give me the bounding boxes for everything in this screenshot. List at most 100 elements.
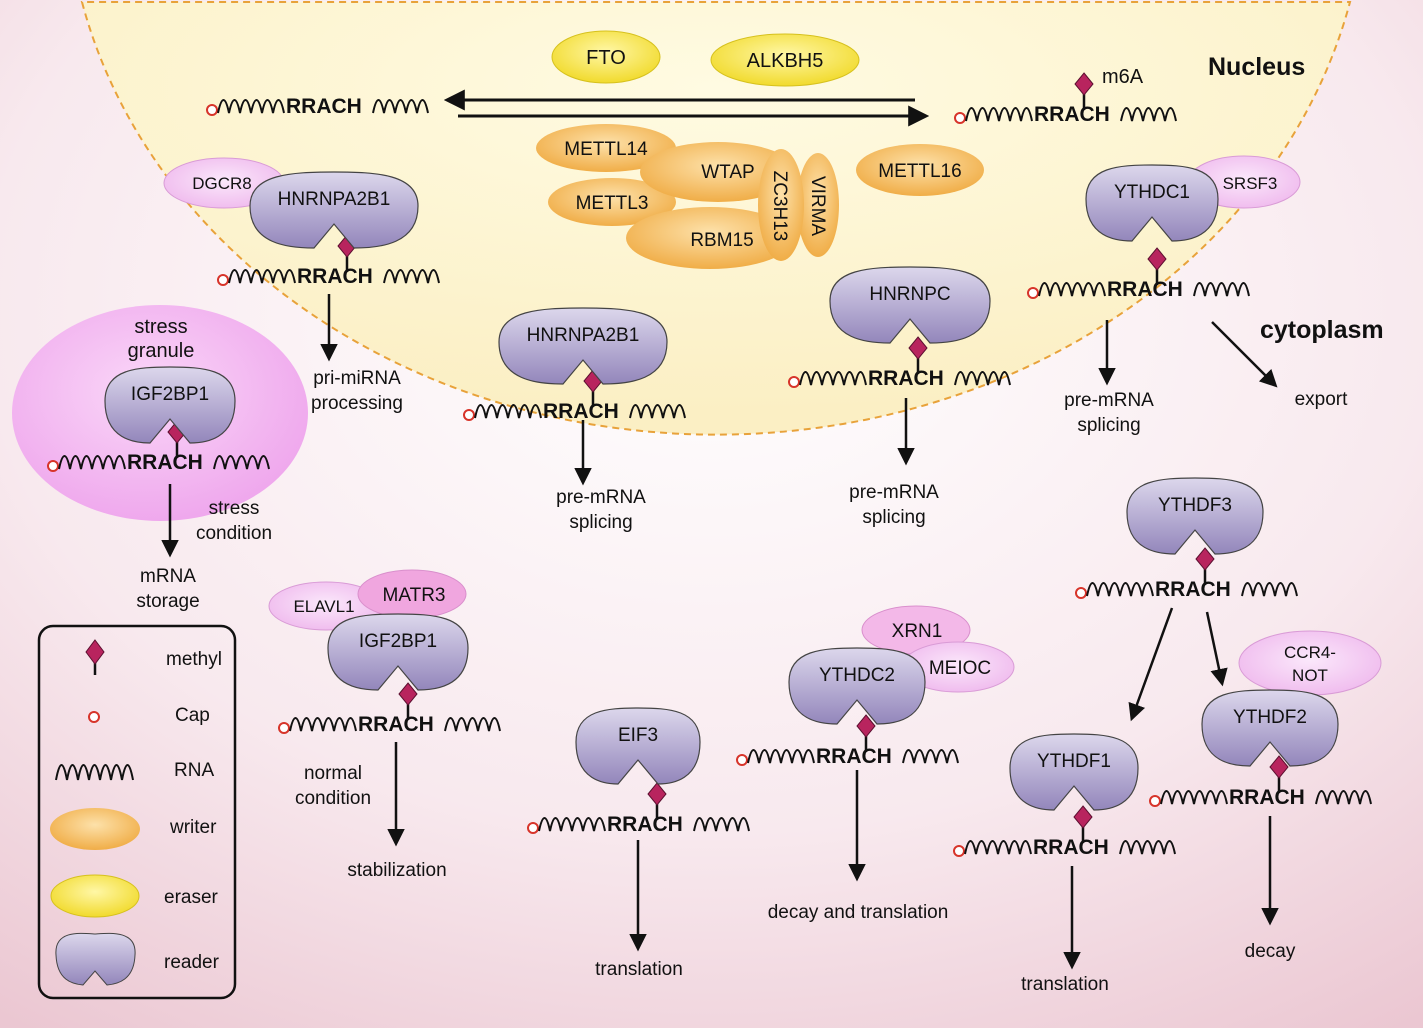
- methyl-icon: [856, 714, 876, 752]
- reader-label: YTHDF3: [1158, 495, 1232, 516]
- reader-label: HNRNPA2B1: [527, 325, 640, 346]
- reader-shape: [327, 613, 469, 691]
- reader-label: EIF3: [618, 725, 658, 746]
- reader-ythdc1: YTHDC1: [1085, 164, 1219, 242]
- svg-text:ELAVL1: ELAVL1: [293, 597, 354, 616]
- motif-m6a: RRACH: [954, 72, 1177, 126]
- svg-text:DGCR8: DGCR8: [192, 174, 252, 193]
- reader-label: HNRNPA2B1: [278, 189, 391, 210]
- outcome-export: export: [1295, 389, 1349, 410]
- motif-left: RRACH: [206, 95, 429, 118]
- arrow-export: [1211, 321, 1278, 388]
- rna-icon: [1119, 840, 1176, 855]
- outcome-decay-translation: decay and translation: [768, 902, 949, 923]
- legend-eraser-label: eraser: [164, 887, 219, 908]
- rna-icon: [444, 717, 501, 732]
- writer-complex: METTL14 WTAP METTL3 RBM15 ZC3H13 VIRMA: [536, 124, 839, 269]
- rna-icon: [1120, 107, 1177, 122]
- reader-shape: [1126, 477, 1264, 555]
- svg-text:NOT: NOT: [1292, 666, 1328, 685]
- reader-label: YTHDF1: [1037, 751, 1111, 772]
- methyl-icon: [1269, 755, 1289, 793]
- outcome-stress-condition-2: condition: [196, 523, 272, 544]
- methyl-icon: [1195, 547, 1215, 585]
- writer-wtap: [640, 142, 796, 202]
- writer-mettl14: [536, 124, 676, 172]
- rna-icon: [629, 404, 686, 419]
- rna-icon: [58, 455, 126, 470]
- cap-icon: [206, 104, 218, 116]
- reader-hnrnpc: HNRNPC: [829, 266, 991, 344]
- motif-ythdc1: RRACH: [1027, 247, 1250, 301]
- reader-shape: [575, 707, 701, 785]
- rna-icon: [1241, 582, 1298, 597]
- reader-label: HNRNPC: [869, 284, 950, 305]
- rna-icon: [1086, 582, 1154, 597]
- rna-icon: [289, 717, 357, 732]
- cap-icon: [463, 409, 475, 421]
- rna-icon: [474, 404, 542, 419]
- outcome-translation-ythdf1: translation: [1021, 974, 1109, 995]
- cap-icon: [278, 722, 290, 734]
- motif-label: RRACH: [358, 713, 434, 736]
- methyl-icon: [647, 782, 667, 820]
- legend-reader-label: reader: [164, 952, 220, 973]
- eraser-fto: FTO: [551, 30, 661, 84]
- outcome-pri-mirna: pri-miRNA: [313, 368, 401, 389]
- writer-rbm15: [626, 207, 794, 269]
- writer-zc3h13: [758, 149, 804, 261]
- rna-icon: [965, 107, 1033, 122]
- svg-text:MATR3: MATR3: [383, 585, 446, 606]
- rna-icon: [228, 269, 296, 284]
- legend: methyl Cap RNA writer eraser reader: [37, 624, 237, 1000]
- rna-icon: [217, 99, 285, 114]
- legend-eraser-icon: [50, 874, 140, 918]
- writer-virma: [797, 153, 839, 257]
- outcome-splicing-c-2: splicing: [1077, 415, 1140, 436]
- motif-label: RRACH: [297, 265, 373, 288]
- reader-igf2bp1-stress: IGF2BP1: [104, 366, 236, 444]
- motif-label: RRACH: [607, 813, 683, 836]
- svg-text:METTL3: METTL3: [576, 193, 649, 214]
- svg-text:METTL16: METTL16: [878, 161, 961, 182]
- motif-label: RRACH: [127, 451, 203, 474]
- rna-icon: [383, 269, 440, 284]
- legend-cap-label: Cap: [175, 705, 210, 726]
- motif-label: RRACH: [286, 95, 362, 118]
- outcome-splicing-b: pre-mRNA: [849, 482, 939, 503]
- motif-igf2bp1-normal: RRACH: [278, 682, 501, 736]
- outcome-splicing-b-2: splicing: [862, 507, 925, 528]
- rna-icon: [747, 749, 815, 764]
- outcome-normal-condition: normal: [304, 763, 362, 784]
- eraser-alkbh5: ALKBH5: [710, 33, 860, 87]
- svg-text:RBM15: RBM15: [690, 230, 753, 251]
- outcome-pri-mirna-2: processing: [311, 393, 403, 414]
- motif-label: RRACH: [1155, 578, 1231, 601]
- legend-cap-icon: [88, 711, 100, 723]
- methyl-icon: [908, 336, 928, 374]
- partner-matr3: MATR3: [357, 569, 467, 619]
- outcome-mrna-storage-2: storage: [136, 591, 199, 612]
- outcome-translation-eif3: translation: [595, 959, 683, 980]
- motif-label: RRACH: [816, 745, 892, 768]
- motif-label: RRACH: [1107, 278, 1183, 301]
- cap-icon: [1027, 287, 1039, 299]
- motif-ythdf1: RRACH: [953, 805, 1176, 859]
- svg-text:SRSF3: SRSF3: [1223, 174, 1278, 193]
- reader-shape: [1201, 689, 1339, 767]
- motif-label: RRACH: [543, 400, 619, 423]
- rna-icon: [954, 371, 1011, 386]
- reader-shape: [788, 647, 926, 725]
- cap-icon: [1149, 795, 1161, 807]
- motif-label: RRACH: [1033, 836, 1109, 859]
- rna-icon: [964, 840, 1032, 855]
- reader-label: YTHDC2: [819, 665, 895, 686]
- outcome-splicing-a: pre-mRNA: [556, 487, 646, 508]
- svg-text:FTO: FTO: [586, 47, 626, 69]
- cap-icon: [953, 845, 965, 857]
- reader-shape: [829, 266, 991, 344]
- reader-ythdc2: YTHDC2: [788, 647, 926, 725]
- motif-ythdc2: RRACH: [736, 714, 959, 768]
- rna-icon: [1160, 790, 1228, 805]
- reader-hnrnpa2b1-b: HNRNPA2B1: [498, 307, 668, 385]
